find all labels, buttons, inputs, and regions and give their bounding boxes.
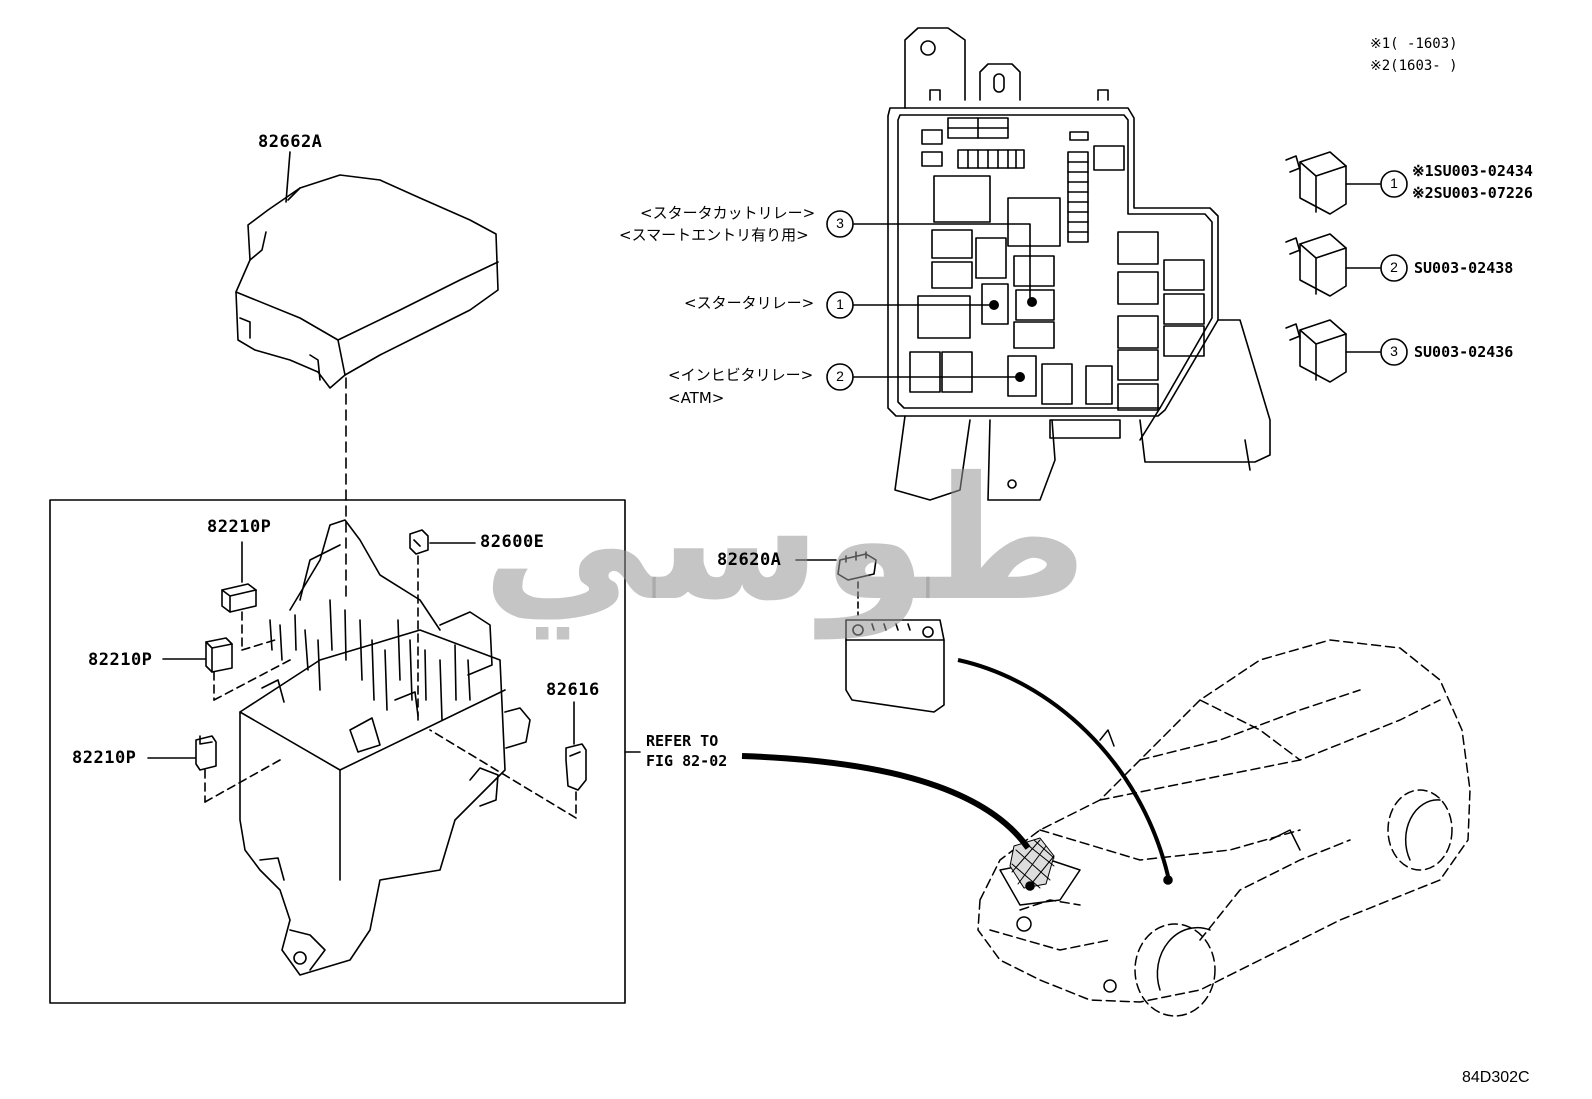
- relay-part-2: SU003-02438: [1414, 259, 1514, 277]
- relay-part-3: SU003-02436: [1414, 343, 1514, 361]
- callout-circle-3: [826, 210, 854, 238]
- pointer-fuse-block: [741, 753, 1031, 850]
- cover-82662a: [235, 174, 499, 389]
- label-fuse-82210p-3: 82210P: [72, 748, 137, 768]
- fuse-82600e: [409, 529, 429, 555]
- callout-starter-relay: <スタータリレー>: [684, 294, 815, 312]
- note-2: ※2(1603- ): [1370, 58, 1458, 74]
- relay-box: [887, 27, 1271, 501]
- relay-su003-3: [1285, 319, 1347, 383]
- label-fuse-82210p-1: 82210P: [207, 517, 272, 537]
- pointer-battery: [957, 658, 1170, 877]
- relay-part-1b: ※2SU003-07226: [1412, 184, 1533, 202]
- fuse-block-location: [1009, 837, 1055, 889]
- relay-su003-1: [1285, 151, 1347, 215]
- callout-number-2: 2: [836, 368, 844, 384]
- clip-82616: [565, 743, 587, 791]
- diagram-code: 84D302C: [1462, 1069, 1530, 1086]
- leader-82662a: [285, 151, 291, 203]
- battery-location-dot: [1163, 875, 1173, 885]
- leader-relay-3: [853, 223, 1031, 301]
- label-fuse-82210p-2: 82210P: [88, 650, 153, 670]
- label-fuse-82600e: 82600E: [480, 532, 545, 552]
- relay-part-1a: ※1SU003-02434: [1412, 162, 1533, 180]
- callout-number-1: 1: [836, 296, 844, 312]
- fuse-82210p-2: [205, 637, 233, 673]
- fuse-82210p-3: [195, 735, 217, 771]
- callout-circle-1: [826, 291, 854, 319]
- label-terminal-82620a: 82620A: [717, 550, 782, 570]
- relay-dot-1: [989, 300, 999, 310]
- callout-starter-cut-relay: <スタータカットリレー>: [640, 204, 816, 222]
- car-solid-details: [999, 729, 1441, 993]
- relay-number-2: 2: [1390, 259, 1398, 275]
- relay-number-1: 1: [1390, 175, 1398, 191]
- callout-inhibitor-relay: <インヒビタリレー>: [668, 366, 814, 384]
- refer-line-1: REFER TO: [646, 732, 719, 750]
- terminal-82620a: [837, 551, 877, 581]
- relay-circle-1: [1380, 170, 1408, 198]
- callout-number-3: 3: [836, 215, 844, 231]
- relay-circle-2: [1380, 254, 1408, 282]
- refer-line-2: FIG 82-02: [646, 752, 728, 770]
- fuse-block-body: [239, 519, 531, 976]
- label-cover-82662a: 82662A: [258, 132, 323, 152]
- callout-smart-entry: <スマートエントリ有り用>: [619, 226, 809, 244]
- relay-su003-2: [1285, 233, 1347, 297]
- label-clip-82616: 82616: [546, 680, 600, 700]
- relay-dot-3: [1027, 297, 1037, 307]
- note-1: ※1( -1603): [1370, 36, 1458, 52]
- relay-dot-2: [1015, 372, 1025, 382]
- car-outline: [977, 639, 1471, 1017]
- callout-atm: <ATM>: [668, 389, 725, 407]
- watermark: طوسي: [482, 441, 1088, 639]
- callout-circle-2: [826, 363, 854, 391]
- fuse-82210p-1: [221, 583, 257, 613]
- battery: [845, 619, 945, 713]
- relay-number-3: 3: [1390, 343, 1398, 359]
- relay-circle-3: [1380, 338, 1408, 366]
